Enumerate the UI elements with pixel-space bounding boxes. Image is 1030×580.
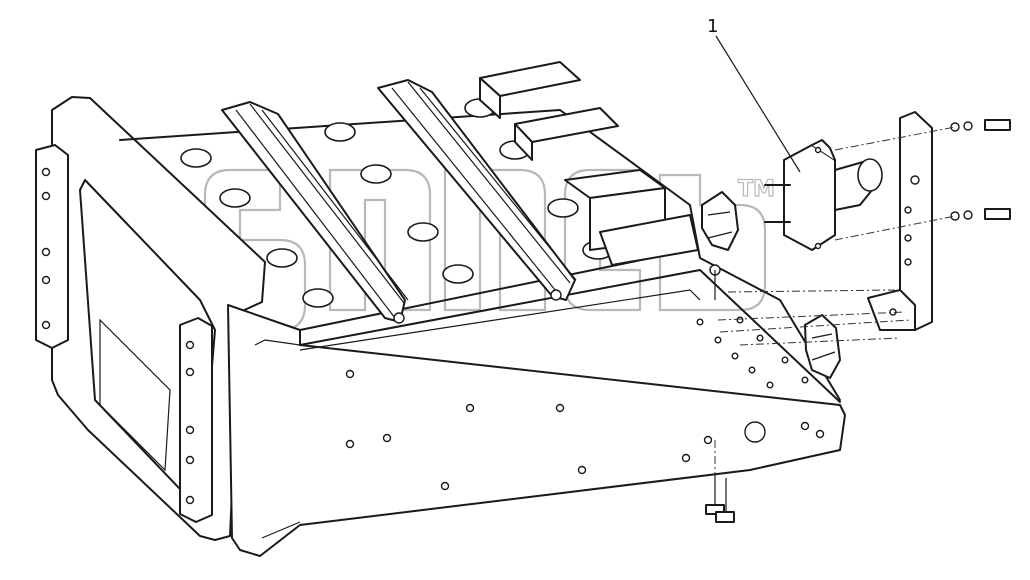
left-mounting-flange bbox=[35, 144, 69, 349]
callout-1-leader bbox=[715, 35, 801, 173]
latch-lower bbox=[804, 314, 841, 379]
bracket-screws bbox=[950, 119, 1011, 221]
callout-1-label: 1 bbox=[707, 16, 718, 37]
watermark-tm: TM bbox=[738, 177, 775, 202]
callout-1: 1 bbox=[707, 16, 801, 173]
side-panel-holes bbox=[345, 369, 825, 491]
bottom-bolts bbox=[705, 264, 735, 523]
hold-down-rail-left bbox=[221, 101, 409, 324]
watermark-logo: TM bbox=[203, 168, 776, 332]
right-mounting-flange bbox=[179, 317, 213, 523]
battery-blocks bbox=[479, 61, 699, 266]
bottom-plate-holes bbox=[696, 316, 809, 389]
hold-down-rail-right bbox=[377, 79, 577, 301]
latch-upper bbox=[701, 191, 739, 251]
disconnect-switch-part-1 bbox=[764, 139, 883, 251]
assembly-centerlines bbox=[714, 126, 956, 475]
battery-terminals bbox=[180, 98, 614, 308]
mounting-bracket bbox=[867, 111, 933, 331]
